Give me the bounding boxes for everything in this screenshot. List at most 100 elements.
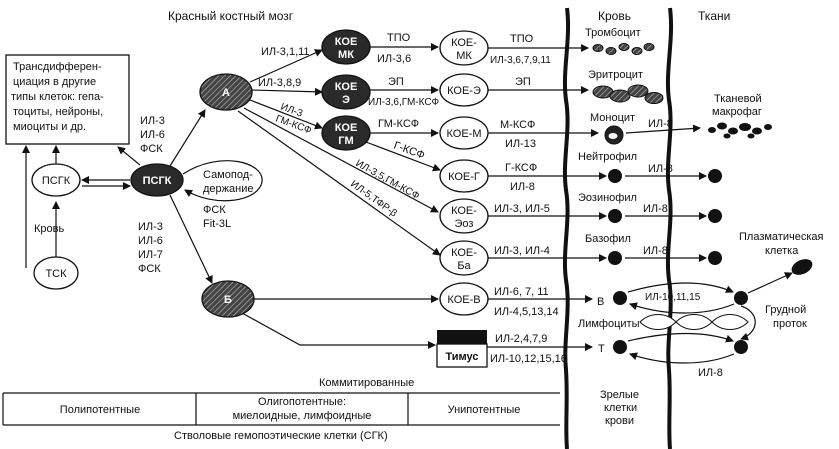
psgk-factor-down-2: ИЛ-6 <box>138 235 163 247</box>
label-m-ksf: М-КСФ <box>500 119 535 131</box>
koe-e-dark-node <box>321 74 371 110</box>
label-il-8-basophil: ИЛ-8 <box>643 245 668 257</box>
koe-mk-dark-line-2: МК <box>338 49 354 61</box>
header-tissues: Ткани <box>698 9 730 23</box>
koe-v-label: КОЕ-В <box>447 294 480 306</box>
basophil-label: Базофил <box>585 233 631 245</box>
koe-e-dark-line-2: Э <box>342 94 350 106</box>
label-il-b-1: ИЛ-6, 7, 11 <box>494 286 549 298</box>
transdiff-line-2: циация в другие <box>13 76 96 88</box>
plasma-cell-line-2: клетка <box>765 245 799 257</box>
koe-ba-line-2: Ба <box>457 260 471 272</box>
blood-boundary-right <box>665 7 674 449</box>
label-il-ba: ИЛ-3, ИЛ-4 <box>494 245 550 257</box>
transdiff-line-1: Трансдифферен- <box>13 61 102 73</box>
self-renewal-line-1: Самопод- <box>203 169 253 181</box>
arrow-t-lymph-to-tissue <box>627 332 734 343</box>
arrow-psgk-to-transdiff <box>117 146 141 166</box>
eosinophil-tissue-cell <box>708 209 722 223</box>
transdiff-line-3: типы клеток: гепа- <box>11 91 104 103</box>
arrow-a-to-koe-mk <box>249 49 323 83</box>
psgk-factor-up-1: ИЛ-3 <box>140 115 165 127</box>
erythrocyte-label: Эритроцит <box>588 69 643 81</box>
koe-g-label: КОЕ-Г <box>448 171 480 183</box>
label-g-ksf-2: Г-КСФ <box>505 162 537 174</box>
flt3l-label: Fit-3L <box>203 218 231 230</box>
b-lymphocyte-tissue-cell <box>734 291 748 305</box>
transdifferentiation-box <box>5 54 130 145</box>
koe-e-dark-line-1: КОЕ <box>335 81 358 93</box>
label-il-lymph: ИЛ-10,11,15 <box>645 292 701 303</box>
arrow-b-to-plasma-cell <box>747 272 793 294</box>
thymus-box <box>436 343 488 368</box>
thoracic-duct-shape <box>639 314 749 330</box>
label-tpo-2: ТПО <box>510 33 534 45</box>
basophil-tissue-cell <box>708 251 722 265</box>
label-il-3-6-gm: ИЛ-3,6,ГМ-КСФ <box>368 97 440 108</box>
tissue-macrophage-line-1: Тканевой <box>714 93 762 105</box>
mature-cells-line-2: клетки <box>604 402 637 414</box>
psgk-center-label: ПСГК <box>143 175 172 187</box>
transdiff-line-4: тоциты, нейроны, <box>13 106 103 118</box>
unipotent-label: Унипотентные <box>448 404 521 416</box>
thymus-label: Тимус <box>445 351 478 363</box>
monocyte-label: Моноцит <box>590 112 635 124</box>
tissue-macrophage-line-2: макрофаг <box>712 106 762 118</box>
label-ep-2: ЭП <box>515 76 531 88</box>
tsk-label: ТСК <box>45 268 67 280</box>
erythrocyte-cells <box>592 84 664 104</box>
header-blood: Кровь <box>598 9 631 23</box>
thrombocyte-cells <box>592 43 655 55</box>
fsk-label: ФСК <box>203 204 226 216</box>
psgk-factor-up-3: ФСК <box>140 143 163 155</box>
arrow-psgk-to-a <box>169 109 206 167</box>
label-ep-1: ЭП <box>388 76 404 88</box>
self-renewal-loop <box>182 160 263 202</box>
arrow-a-to-koe-gm <box>249 99 323 130</box>
arrow-b-lymph-to-tissue <box>627 282 734 293</box>
label-il-mk: ИЛ-3,6,7,9,11 <box>490 55 551 66</box>
polypotent-label: Полипотентные <box>60 404 140 416</box>
label-il-8-neutrophil: ИЛ-8 <box>648 163 673 175</box>
header-bone-marrow: Красный костный мозг <box>168 9 294 23</box>
label-il-8-macrophage: ИЛ-8 <box>648 118 673 130</box>
koe-eoz-line-1: КОЕ- <box>451 205 477 217</box>
node-a <box>199 73 253 111</box>
arrow-a-to-koe-e <box>251 87 323 96</box>
label-gm-ksf: ГМ-КСФ <box>378 118 419 130</box>
label-il-8-t: ИЛ-8 <box>698 367 723 379</box>
arrow-koe-gm-dark-to-koe-g <box>365 141 441 172</box>
koe-ba-line-1: КОЕ- <box>451 247 477 259</box>
arrow-duct-loop <box>740 305 756 341</box>
arrow-b-to-thymus <box>241 312 436 349</box>
koe-mk-dark-line-1: КОЕ <box>335 36 358 48</box>
koe-mk-line-2: МК <box>456 50 472 62</box>
koe-e-label: КОЕ-Э <box>447 85 481 97</box>
monocyte-cell <box>604 125 624 145</box>
node-a-label: А <box>222 87 230 99</box>
arrow-a-to-koe-eoz <box>243 107 439 213</box>
eosinophil-cell <box>608 209 622 223</box>
tissue-macrophage-cells <box>708 122 772 139</box>
neutrophil-tissue-cell <box>708 169 722 183</box>
koe-gm-dark-line-2: ГМ <box>338 135 353 147</box>
basophil-cell <box>608 251 622 265</box>
mature-cells-line-1: Зрелые <box>600 389 639 401</box>
koe-eoz-line-2: Эоз <box>455 218 474 230</box>
neutrophil-cell <box>608 169 622 183</box>
label-il-8-eosinophil: ИЛ-8 <box>643 203 668 215</box>
arrow-monocyte-to-macrophage <box>625 124 701 134</box>
b-letter: В <box>597 296 604 308</box>
t-lymphocyte-cell <box>613 340 627 354</box>
node-b-label: Б <box>224 294 232 306</box>
tsk-node <box>33 256 79 290</box>
lymphocytes-label: Лимфоциты <box>578 318 640 330</box>
blood-boundary-left <box>562 7 571 449</box>
koe-gm-dark-line-1: КОЕ <box>335 122 358 134</box>
arrow-a-to-koe-ba <box>237 110 441 256</box>
stem-cells-label: Стволовые гемопоэтические клетки (СГК) <box>174 430 388 442</box>
psgk-factor-up-2: ИЛ-6 <box>140 129 165 141</box>
neutrophil-label: Нейтрофил <box>578 151 637 163</box>
label-il-eoz: ИЛ-3, ИЛ-5 <box>494 203 550 215</box>
